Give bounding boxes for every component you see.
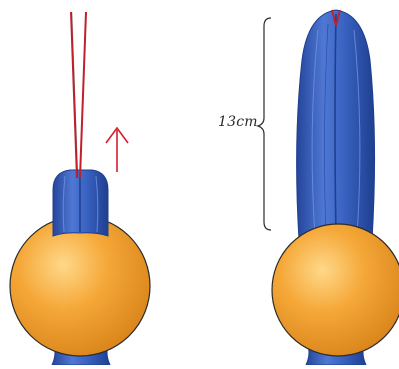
right-tassel [258,10,399,365]
measurement-label: 13cm [218,114,258,130]
left-bead [10,216,150,356]
curly-brace-icon [258,18,271,230]
right-bead [272,224,399,356]
arrow-up-icon [106,128,128,172]
left-tassel [10,12,150,365]
left-thread [71,12,77,178]
